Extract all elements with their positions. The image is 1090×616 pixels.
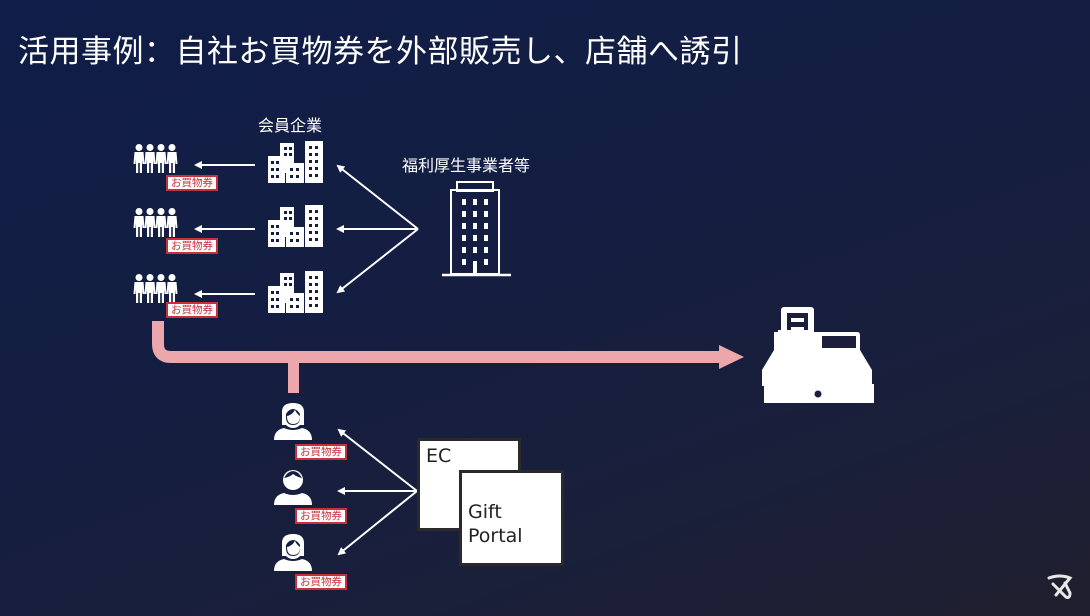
supply-arrow bbox=[336, 164, 419, 230]
employee-group-icon bbox=[134, 208, 178, 237]
brand-logo-icon bbox=[1047, 574, 1073, 599]
employee-group-icon bbox=[134, 274, 178, 303]
gift-portal-channel-label: Gift Portal bbox=[468, 501, 523, 547]
store-flow-arrow bbox=[152, 321, 744, 393]
member-companies-label: 会員企業 bbox=[258, 116, 323, 135]
shopping-voucher-badge: お買物券 bbox=[166, 238, 218, 254]
shopping-voucher-badge: お買物券 bbox=[295, 444, 347, 460]
shopping-voucher-badge: お買物券 bbox=[295, 508, 347, 524]
sales-arrow bbox=[337, 490, 418, 556]
shopping-voucher-badge: お買物券 bbox=[166, 302, 218, 318]
welfare-provider-label: 福利厚生事業者等 bbox=[402, 156, 531, 175]
cash-register-icon bbox=[762, 307, 874, 403]
man-avatar-icon bbox=[274, 470, 312, 505]
woman-avatar-icon bbox=[274, 534, 312, 571]
sales-arrow bbox=[337, 428, 418, 492]
office-buildings-icon bbox=[268, 205, 323, 247]
gift-portal-channel-box: Gift Portal bbox=[459, 470, 564, 566]
slide-title: 活用事例：自社お買物券を外部販売し、店舗へ誘引 bbox=[18, 34, 743, 70]
tall-building-icon bbox=[442, 181, 511, 277]
shopping-voucher-badge: お買物券 bbox=[295, 574, 347, 590]
employee-group-icon bbox=[134, 144, 178, 173]
office-buildings-icon bbox=[268, 141, 323, 183]
supply-arrow bbox=[336, 228, 419, 294]
woman-avatar-icon bbox=[274, 403, 312, 440]
office-buildings-icon bbox=[268, 271, 323, 313]
shopping-voucher-badge: お買物券 bbox=[166, 175, 218, 191]
ec-channel-label: EC bbox=[426, 445, 452, 467]
